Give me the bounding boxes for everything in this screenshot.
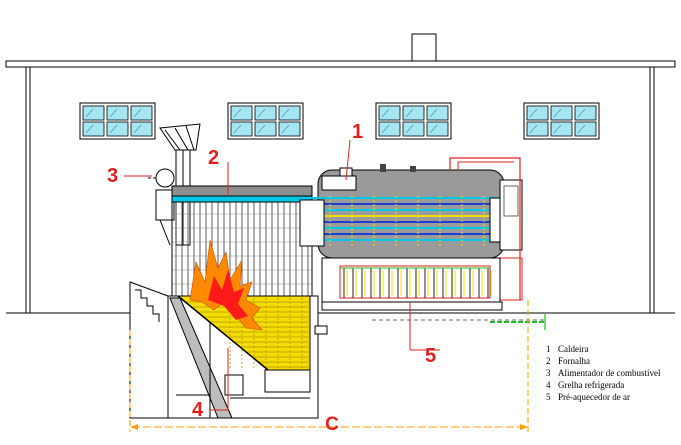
- svg-text:Alimentador de combustível: Alimentador de combustível: [558, 368, 661, 378]
- callout-1: 1: [352, 121, 363, 143]
- svg-text:4: 4: [546, 380, 551, 390]
- svg-text:3: 3: [546, 368, 551, 378]
- cooled-grate: [176, 295, 311, 371]
- legend-item: 2 Fornalha: [546, 356, 590, 366]
- window: [227, 102, 304, 140]
- window: [79, 102, 156, 140]
- dimension-c-label: C: [325, 414, 339, 435]
- svg-text:2: 2: [546, 356, 551, 366]
- fuel-feeder: [148, 123, 201, 246]
- dimension-c: [129, 300, 529, 432]
- building: [5, 33, 676, 314]
- legend-item: 5 Pré-aquecedor de ar: [546, 392, 630, 402]
- legend-item: 4 Grelha refrigerada: [546, 380, 624, 390]
- windows: [79, 102, 600, 140]
- svg-text:5: 5: [546, 392, 551, 402]
- legend: 1 Caldeira 2 Fornalha 3 Alimentador de c…: [546, 344, 661, 402]
- chimney: [411, 33, 437, 62]
- svg-text:Fornalha: Fornalha: [558, 356, 590, 366]
- roof-eave: [5, 60, 676, 68]
- boiler: [299, 157, 523, 301]
- callout-leaders: [124, 139, 440, 411]
- air-preheater: [321, 257, 546, 330]
- svg-text:Grelha refrigerada: Grelha refrigerada: [558, 380, 624, 390]
- window: [523, 102, 600, 140]
- callout-2: 2: [208, 147, 219, 169]
- furnace: [171, 185, 313, 299]
- legend-item: 3 Alimentador de combustível: [546, 368, 661, 378]
- svg-text:1: 1: [546, 344, 551, 354]
- flames: [189, 239, 263, 331]
- svg-text:Caldeira: Caldeira: [558, 344, 589, 354]
- svg-text:Pré-aquecedor de ar: Pré-aquecedor de ar: [558, 392, 630, 402]
- callout-5: 5: [425, 345, 436, 367]
- callout-3: 3: [107, 165, 118, 187]
- legend-item: 1 Caldeira: [546, 344, 589, 354]
- window: [375, 102, 452, 140]
- callout-4: 4: [192, 399, 204, 421]
